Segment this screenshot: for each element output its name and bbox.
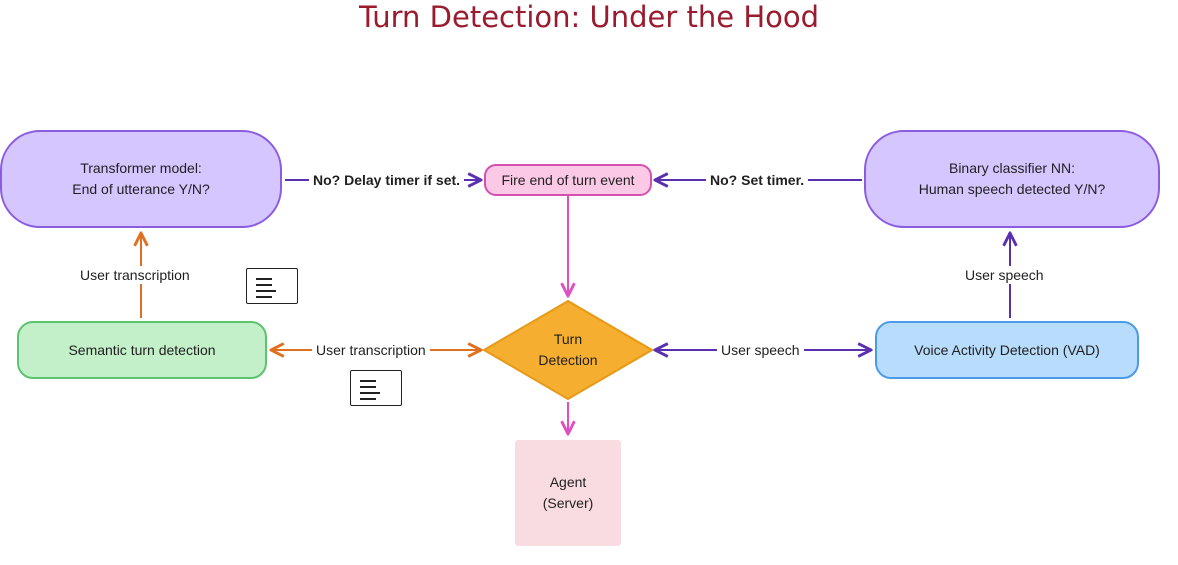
edge-label-user-speech-right: User speech (961, 266, 1048, 284)
edge-label-user-transcription-left: User transcription (76, 266, 194, 284)
agent-server-node: Agent (Server) (515, 440, 621, 546)
transformer-model-node: Transformer model: End of utterance Y/N? (0, 130, 282, 228)
binary-classifier-label: Binary classifier NN: Human speech detec… (918, 160, 1106, 197)
edge-label-user-speech-mid: User speech (717, 341, 804, 359)
turn-detection-diamond (482, 299, 654, 401)
fire-end-of-turn-label: Fire end of turn event (501, 171, 635, 188)
edge-label-no-delay: No? Delay timer if set. (309, 171, 465, 189)
fire-end-of-turn-node: Fire end of turn event (484, 164, 652, 196)
vad-label: Voice Activity Detection (VAD) (914, 341, 1100, 358)
page-title: Turn Detection: Under the Hood (358, 0, 820, 34)
vad-node: Voice Activity Detection (VAD) (875, 321, 1139, 379)
turn-detection-label-box: Turn Detection (484, 300, 652, 400)
binary-classifier-node: Binary classifier NN: Human speech detec… (864, 130, 1160, 228)
edge-label-user-transcription-mid: User transcription (312, 341, 430, 359)
semantic-turn-detection-label: Semantic turn detection (68, 341, 216, 358)
edge-label-no-set-timer: No? Set timer. (706, 171, 809, 189)
turn-detection-label: Turn Detection (538, 331, 598, 368)
transformer-model-label: Transformer model: End of utterance Y/N? (72, 160, 210, 197)
semantic-turn-detection-node: Semantic turn detection (17, 321, 267, 379)
document-icon (350, 370, 402, 406)
document-icon (246, 268, 298, 304)
agent-server-label: Agent (Server) (542, 474, 594, 511)
